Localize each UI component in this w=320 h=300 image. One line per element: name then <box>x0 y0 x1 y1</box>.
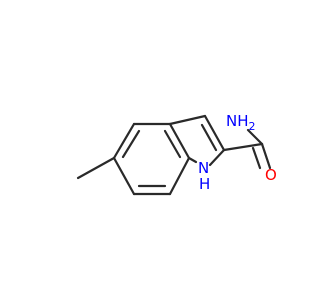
bond-c4-c5-inner <box>121 129 141 159</box>
bond-c7a-c3a-inner <box>163 129 182 159</box>
bond-c7a-c3a <box>168 122 191 160</box>
bond-carbonyl-n <box>246 128 264 146</box>
bond-carbonyl-o <box>260 142 272 170</box>
bond-c3-c2 <box>203 114 226 152</box>
bond-c4-c5 <box>112 122 136 160</box>
amide-nitrogen-label: NH2 <box>226 112 256 133</box>
bond-c5-c6 <box>112 156 136 196</box>
bond-methyl <box>76 156 116 180</box>
bond-c3-c2-inner <box>200 123 218 152</box>
bond-c2-n1 <box>208 148 226 167</box>
bond-c3a-c3 <box>168 114 207 126</box>
bond-n1-c7a <box>187 156 198 164</box>
ring-nitrogen-hydrogen-label: H <box>199 175 210 193</box>
amide-oxygen-label: O <box>265 166 277 184</box>
ring-nitrogen-label: N <box>198 159 209 177</box>
structure-canvas: NH2 O N H <box>76 112 277 196</box>
bond-c7-c7a <box>168 156 191 196</box>
bond-carbonyl-o-double <box>251 146 262 170</box>
molecule-drawing: NH2 O N H <box>76 112 277 196</box>
bond-c2-carbonyl <box>222 142 264 152</box>
